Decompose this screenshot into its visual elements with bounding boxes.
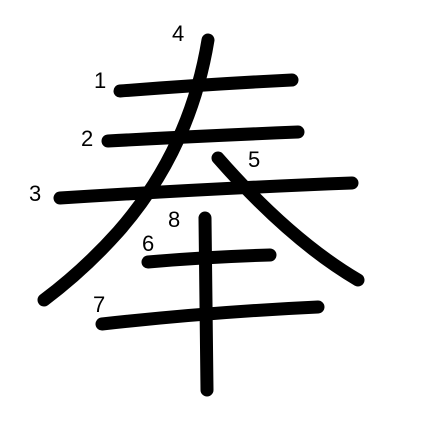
stroke-number-1: 1 [94, 68, 106, 93]
stroke-number-8: 8 [168, 207, 180, 232]
stroke-3 [53, 176, 359, 205]
stroke-number-7: 7 [93, 292, 105, 317]
character-strokes [37, 33, 365, 397]
stroke-number-5: 5 [248, 147, 260, 172]
stroke-number-6: 6 [142, 231, 154, 256]
stroke-number-3: 3 [29, 181, 41, 206]
stroke-1 [113, 73, 299, 98]
stroke-number-2: 2 [81, 126, 93, 151]
stroke-4 [37, 33, 215, 307]
stroke-8 [198, 211, 214, 397]
stroke-number-4: 4 [172, 21, 184, 46]
stroke-order-labels: 1 2 3 4 5 6 7 8 [29, 21, 260, 317]
stroke-5 [211, 151, 365, 287]
stroke-2 [101, 125, 305, 148]
